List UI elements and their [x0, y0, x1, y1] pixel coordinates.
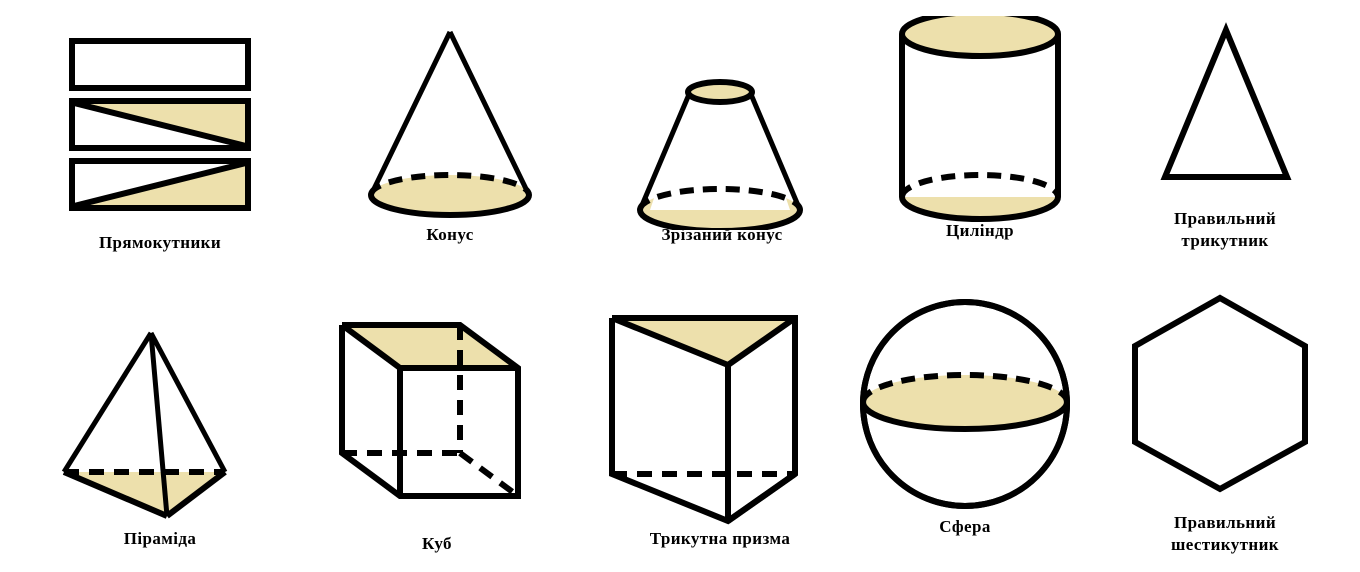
figure-rectangles: Прямокутники [40, 28, 280, 258]
caption-pyramid: Піраміда [123, 529, 197, 548]
cube-drawing [339, 322, 521, 499]
caption-equilateral-triangle: Правильний трикутник [1173, 209, 1277, 250]
truncated-cone-drawing [637, 79, 803, 230]
cylinder-drawing [899, 16, 1061, 222]
pyramid-drawing [61, 331, 228, 519]
figure-equilateral-triangle: Правильний трикутник [1120, 22, 1330, 260]
caption-cylinder: Циліндр [946, 221, 1014, 240]
figure-cylinder: Циліндр [870, 16, 1090, 260]
caption-regular-hexagon: Правильний шестикутник [1171, 513, 1279, 554]
caption-sphere: Сфера [939, 517, 991, 536]
figure-cone: Конус [340, 20, 560, 260]
figure-sphere: Сфера [845, 288, 1085, 550]
triangle-drawing [1160, 22, 1292, 180]
caption-cone: Конус [426, 225, 474, 244]
figure-pyramid: Піраміда [40, 300, 280, 550]
caption-rectangles: Прямокутники [98, 233, 222, 252]
hexagon-drawing [1132, 294, 1308, 493]
figure-cube: Куб [322, 305, 552, 553]
figure-triangular-prism: Трикутна призма [595, 300, 845, 550]
caption-triangular-prism: Трикутна призма [649, 529, 791, 548]
caption-cube: Куб [422, 534, 452, 553]
caption-truncated-cone: Зрізаний конус [661, 225, 783, 244]
figure-regular-hexagon: Правильний шестикутник [1110, 288, 1340, 554]
figure-truncated-cone: Зрізаний конус [612, 20, 832, 260]
triangular-prism-drawing [609, 315, 798, 525]
rectangles-drawing [69, 38, 251, 211]
sphere-drawing [860, 299, 1070, 509]
cone-drawing [368, 30, 532, 218]
